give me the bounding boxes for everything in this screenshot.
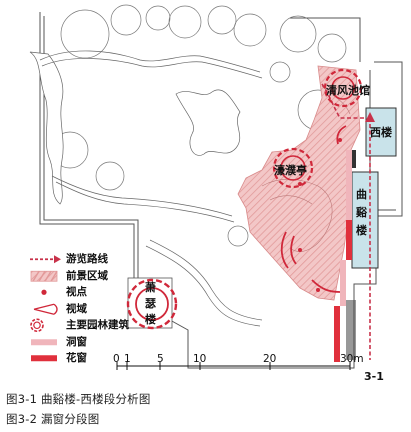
- scale-tick-label: 20: [263, 353, 277, 365]
- label-haopu: 濠濮亭: [274, 164, 307, 177]
- building-rings: [126, 68, 363, 330]
- legend-label: 前景区域: [66, 269, 108, 282]
- legend-item: 洞窗: [28, 334, 168, 351]
- scale-tick-label: 30m: [340, 353, 364, 365]
- dot-icon: [41, 289, 47, 295]
- window-bars: [334, 150, 356, 362]
- qudi-building: [351, 171, 379, 269]
- legend-item: 视域: [28, 301, 168, 318]
- scale-tick-label: 10: [193, 353, 207, 365]
- legend-item: 视点: [28, 284, 168, 301]
- label-qingfeng: 清风池馆: [326, 84, 370, 97]
- light-bar-icon: [31, 338, 57, 345]
- dark-bar-icon: [31, 355, 57, 362]
- legend-label: 视域: [66, 302, 87, 315]
- legend-label: 洞窗: [66, 335, 87, 348]
- legend-item: 游览路线: [28, 251, 168, 268]
- scale-tick-label: 1: [124, 353, 131, 365]
- tour-arrow: [365, 112, 375, 122]
- legend-item: 花窗: [28, 350, 168, 367]
- figure-number: 3-1: [364, 370, 384, 383]
- label-qudi: 曲 谿 楼: [356, 188, 367, 237]
- hatch-area-icon: [30, 270, 58, 282]
- legend-label: 视点: [66, 286, 87, 298]
- viewpoints: [298, 138, 342, 292]
- rockery: [29, 50, 263, 327]
- trees: [51, 4, 347, 267]
- label-xilou: 西楼: [370, 126, 392, 139]
- scale-bar: [116, 362, 351, 370]
- legend-item: 主要园林建筑: [28, 317, 168, 334]
- dashed-arrow-icon: [30, 255, 61, 264]
- legend: 游览路线 前景区域 视点 视域 主要园林建筑 洞窗: [28, 251, 168, 367]
- view-cones: [280, 125, 347, 293]
- legend-item: 前景区域: [28, 268, 168, 285]
- caption-1: 图3-1 曲谿楼-西楼段分析图: [6, 392, 151, 406]
- scale-tick-label: 0: [113, 353, 120, 365]
- caption-2: 图3-2 漏窗分段图: [6, 412, 100, 426]
- legend-label: 主要园林建筑: [66, 319, 129, 331]
- tour-route: [321, 83, 371, 360]
- legend-label: 花窗: [66, 352, 87, 364]
- view-cone-icon: [33, 303, 58, 315]
- scale-tick-label: 5: [157, 353, 164, 365]
- label-xiaoshu: 萧 瑟 楼: [145, 281, 156, 326]
- legend-label: 游览路线: [66, 253, 108, 265]
- dashed-ring-icon: [30, 318, 44, 333]
